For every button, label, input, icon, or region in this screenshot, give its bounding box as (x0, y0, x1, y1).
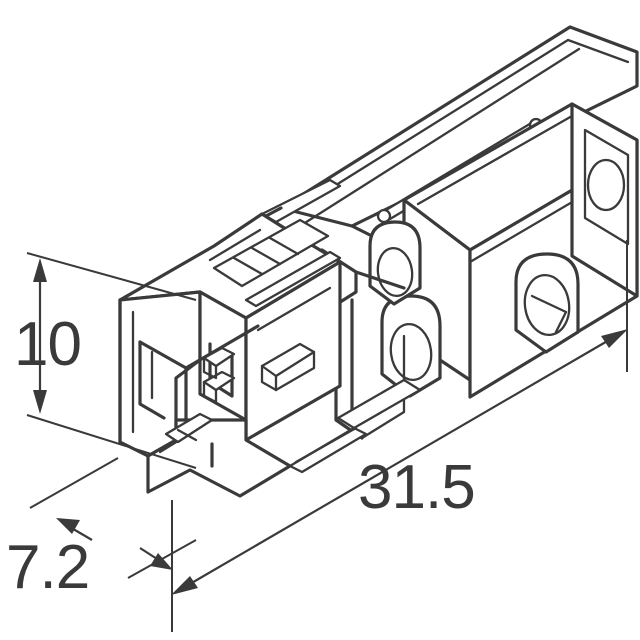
dimension-height-10: 10 (14, 252, 197, 469)
ext-line-height-top (26, 252, 197, 301)
dim-arrow-length-right (601, 329, 628, 348)
plastic-housing-top (118, 212, 342, 320)
part-geometry (118, 25, 639, 498)
mounting-ear-left (368, 220, 422, 306)
dim-arrow-width-lower (150, 553, 173, 570)
ext-line-height-bottom (26, 414, 197, 469)
housing-contact-cavity (138, 324, 316, 432)
dimension-width-7-2: 7.2 (6, 457, 197, 602)
dimension-label-width: 7.2 (6, 533, 89, 602)
housing-bottom-step (146, 412, 292, 498)
dim-arrow-width-upper (56, 518, 80, 534)
dimension-length-31-5: 31.5 (171, 240, 628, 632)
dim-line-length (182, 335, 617, 589)
dim-arrow-height-down (33, 390, 47, 414)
latch-lever-arm (257, 25, 639, 234)
dimension-annotations: 10 31.5 7.2 (6, 240, 628, 632)
ext-line-width-left (29, 457, 119, 509)
mounting-ear-center (380, 294, 442, 398)
dimension-label-length: 31.5 (358, 453, 475, 522)
metal-shell-right-cap (570, 102, 639, 298)
dim-arrow-height-up (33, 258, 47, 282)
housing-lower-rail (288, 426, 368, 474)
mounting-ear-right (514, 252, 580, 354)
dimension-label-height: 10 (14, 310, 81, 379)
dim-arrow-length-left (171, 576, 198, 595)
